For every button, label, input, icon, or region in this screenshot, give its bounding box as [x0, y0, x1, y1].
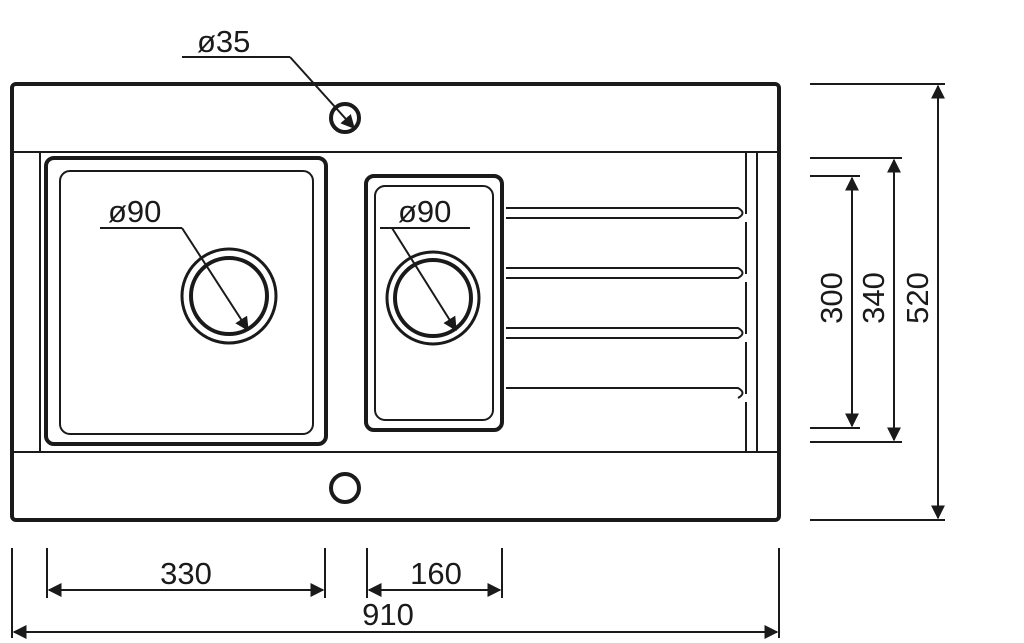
- main-drain-inner: [189, 256, 269, 336]
- total-width-label: 910: [362, 597, 414, 632]
- main-drain-outer: [180, 247, 278, 345]
- total-depth-label: 520: [900, 272, 935, 324]
- overflow-hole: [329, 472, 361, 504]
- small-drain-outer: [385, 250, 481, 346]
- tap-hole-leader-arrow: [289, 56, 355, 130]
- vertical-extension-lines: [810, 83, 945, 521]
- main-bowl-inner: [59, 170, 314, 435]
- bowl-depth-label: 300: [814, 272, 849, 324]
- tap-hole: [329, 102, 361, 134]
- small-bowl-width-label: 160: [410, 556, 462, 591]
- small-bowl-outer: [364, 174, 504, 432]
- main-bowl-outer: [44, 156, 328, 446]
- small-drain-leader-arrow: [391, 227, 457, 332]
- horizontal-extension-lines: [11, 548, 780, 638]
- inner-depth-label: 340: [856, 272, 891, 324]
- main-drain-leader-arrow: [181, 227, 249, 332]
- main-bowl-width-label: 330: [160, 556, 212, 591]
- main-drain-diameter-label: ø90: [108, 194, 161, 229]
- small-drain-inner: [393, 258, 473, 338]
- sink-outer-frame: [10, 82, 781, 522]
- tap-hole-diameter-label: ø35: [197, 24, 250, 59]
- small-drain-diameter-label: ø90: [398, 194, 451, 229]
- drainboard-grooves: [506, 152, 747, 452]
- small-bowl-inner: [374, 185, 494, 421]
